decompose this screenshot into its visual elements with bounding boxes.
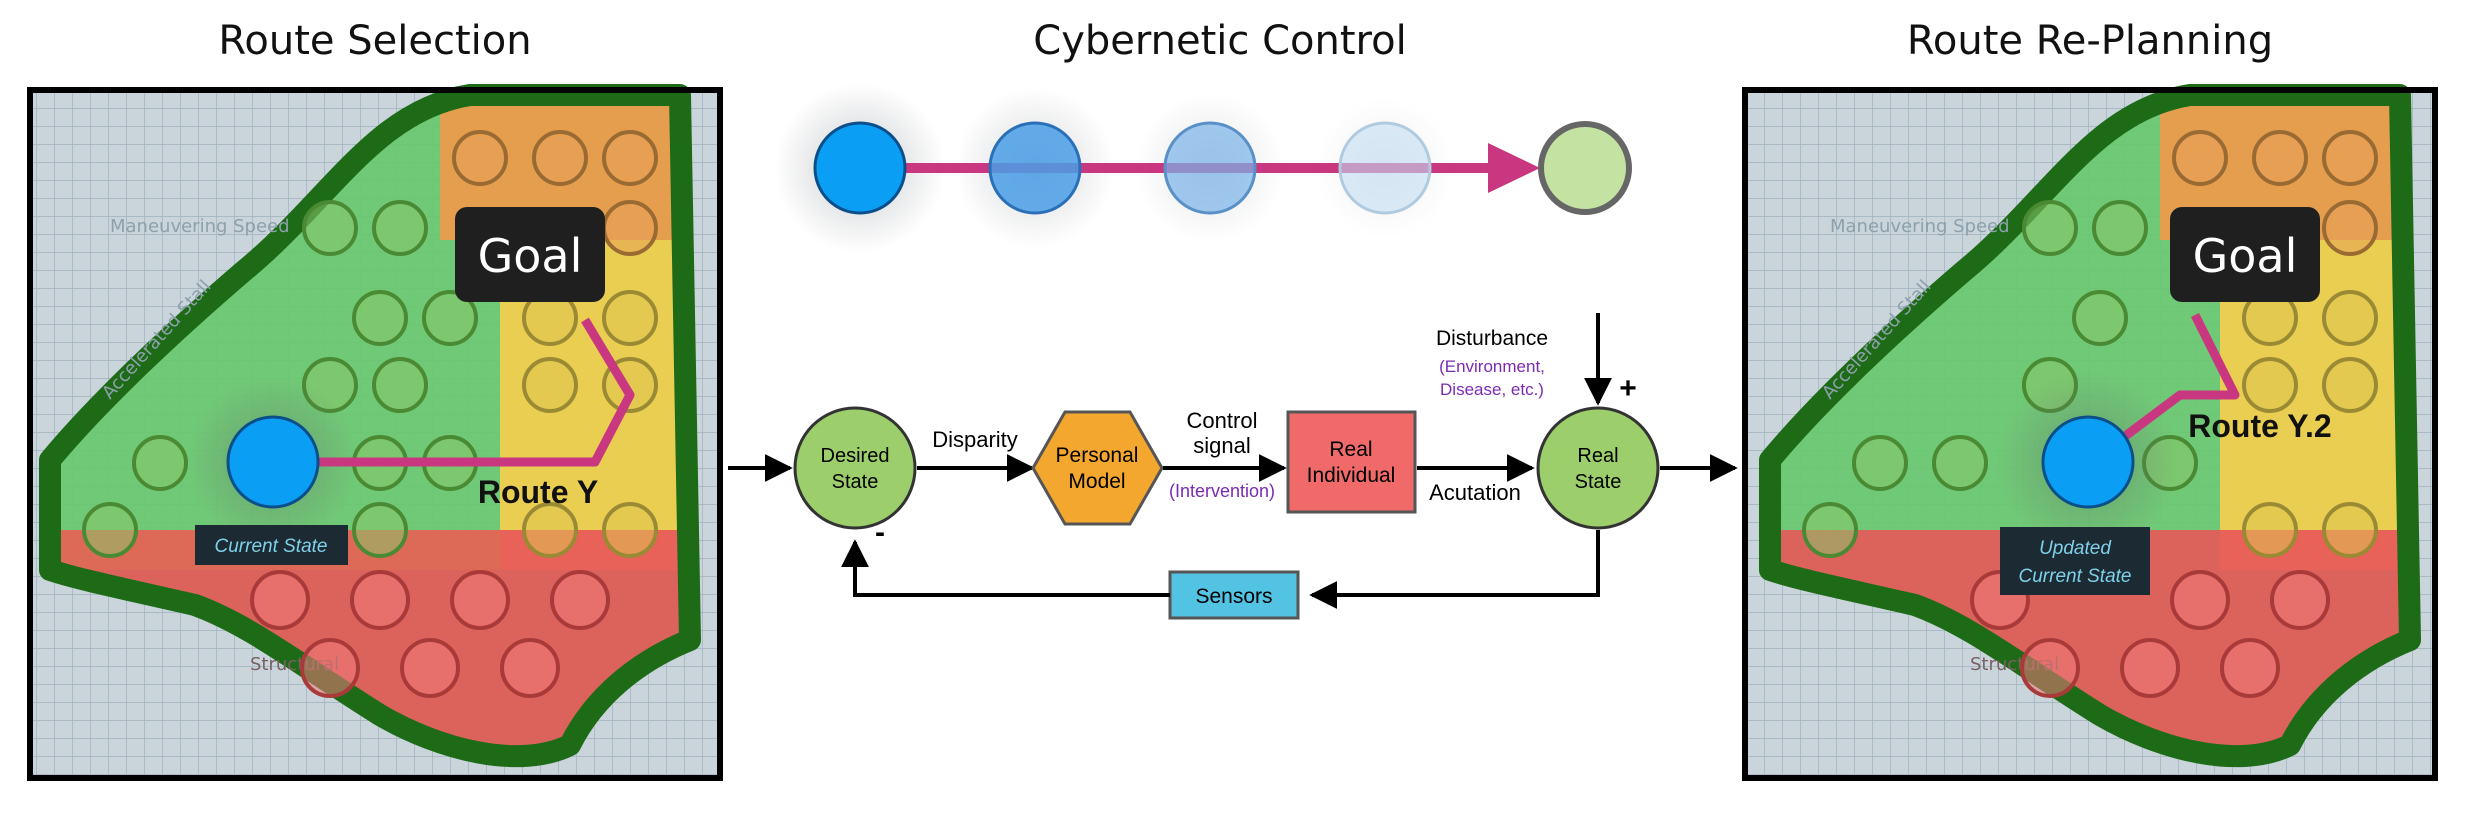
disparity-label: Disparity bbox=[932, 427, 1018, 452]
cybernetic-control-title: Cybernetic Control bbox=[1033, 18, 1407, 64]
desired-state-label-2: State bbox=[832, 471, 879, 493]
left-panel-frame bbox=[27, 87, 723, 781]
goal-label: Goal bbox=[478, 229, 583, 283]
updated-current-state-label-2: Current State bbox=[2019, 566, 2132, 587]
current-state-label: Current State bbox=[215, 536, 328, 557]
feedback-arrow-out bbox=[841, 539, 1170, 597]
envelope-outline bbox=[39, 84, 701, 768]
right-panel: Maneuvering Speed Accelerated Stall Stru… bbox=[1742, 84, 2438, 781]
route-y-path bbox=[315, 317, 635, 467]
intervention-label: (Intervention) bbox=[1169, 481, 1275, 501]
real-individual-label-1: Real bbox=[1329, 438, 1372, 461]
plus-sign: + bbox=[1619, 372, 1637, 405]
real-individual-label-2: Individual bbox=[1307, 464, 1396, 487]
real-state-node bbox=[1536, 406, 1660, 530]
disturbance-label: Disturbance bbox=[1436, 327, 1548, 350]
sequence-node-3 bbox=[1163, 121, 1257, 215]
minus-sign: - bbox=[875, 516, 885, 549]
cybernetic-sequence bbox=[775, 83, 1632, 253]
left-panel: Maneuvering Speed Accelerated Stall Stru… bbox=[27, 84, 723, 781]
sequence-target-node bbox=[1538, 121, 1632, 215]
sequence-arrowhead bbox=[1488, 143, 1540, 193]
personal-model-label-1: Personal bbox=[1056, 444, 1139, 467]
sequence-node-2 bbox=[988, 121, 1082, 215]
sequence-node-4 bbox=[1338, 121, 1432, 215]
desired-state-label-1: Desired bbox=[821, 445, 890, 467]
updated-current-state-node bbox=[2041, 415, 2135, 509]
current-state-box bbox=[195, 525, 348, 565]
goal-label: Goal bbox=[2193, 229, 2298, 283]
control-signal-label-2: signal bbox=[1193, 433, 1250, 458]
updated-current-state-label-1: Updated bbox=[2039, 538, 2112, 559]
route-y2-label: Route Y.2 bbox=[2188, 408, 2331, 444]
real-state-label-2: State bbox=[1575, 471, 1622, 493]
desired-state-node bbox=[793, 406, 917, 530]
state-node-grid bbox=[82, 130, 658, 698]
route-selection-title: Route Selection bbox=[218, 18, 532, 64]
personal-model-label-2: Model bbox=[1068, 470, 1125, 493]
real-individual-box bbox=[1286, 410, 1417, 514]
route-y2-path bbox=[2117, 312, 2240, 444]
disturbance-detail-2: Disease, etc.) bbox=[1440, 380, 1544, 399]
feedback-arrow-in bbox=[1309, 530, 1600, 609]
disturbance-detail-1: (Environment, bbox=[1439, 357, 1545, 376]
acutation-label: Acutation bbox=[1429, 480, 1521, 505]
goal-box bbox=[455, 207, 605, 302]
real-state-label-1: Real bbox=[1577, 445, 1618, 467]
sequence-start-node bbox=[813, 121, 907, 215]
sensors-label: Sensors bbox=[1195, 585, 1272, 608]
updated-current-state-box bbox=[2000, 527, 2150, 595]
route-replanning-title: Route Re-Planning bbox=[1906, 18, 2274, 64]
control-loop: Desired State Disparity Personal Model C… bbox=[728, 313, 1738, 620]
goal-box bbox=[2170, 207, 2320, 302]
right-panel-frame bbox=[1742, 87, 2438, 781]
control-signal-label-1: Control bbox=[1187, 408, 1258, 433]
maneuvering-speed-label: Maneuvering Speed bbox=[1830, 216, 2010, 237]
personal-model-hexagon bbox=[1031, 410, 1164, 526]
current-state-node bbox=[226, 415, 320, 509]
maneuvering-speed-label: Maneuvering Speed bbox=[110, 216, 290, 237]
envelope-outline bbox=[1759, 84, 2421, 768]
route-y-label: Route Y bbox=[478, 474, 598, 510]
